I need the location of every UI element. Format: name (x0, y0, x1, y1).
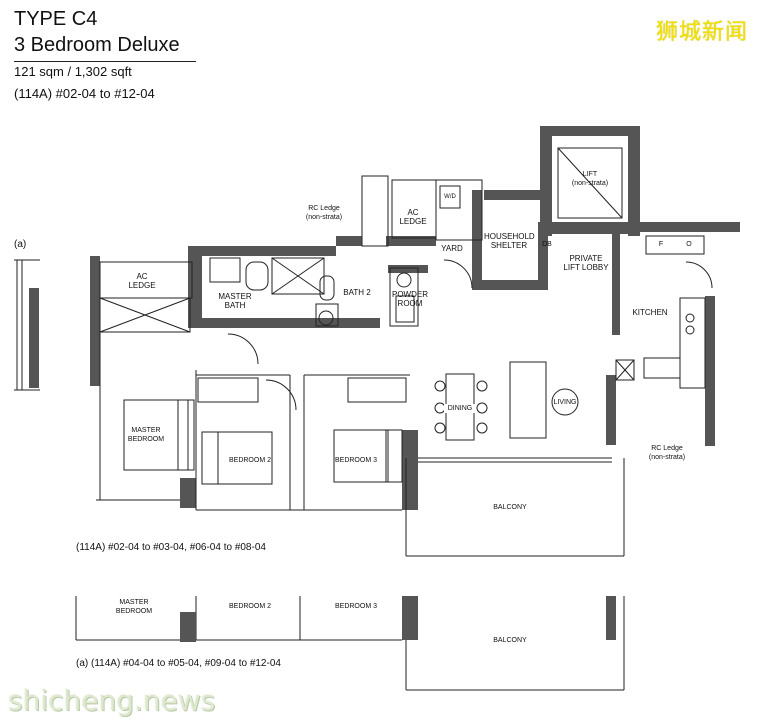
variant-floor-strip (75, 596, 625, 691)
label-rc-ledge-top: RC Ledge (non-strata) (305, 205, 343, 221)
room-kitchen: KITCHEN (632, 308, 668, 317)
room-living: LIVING (553, 399, 577, 406)
room-powder-room: POWDER ROOM (392, 290, 428, 308)
brand-logo: 狮城新闻 (655, 20, 748, 45)
room-bedroom2: BEDROOM 2 (228, 457, 271, 464)
variant-room-bedroom2: BEDROOM 2 (228, 603, 271, 610)
label-wd: W/D (444, 194, 456, 200)
room-bedroom3: BEDROOM 3 (334, 457, 377, 464)
title-underline (14, 61, 196, 62)
room-lift: LIFT (non-strata) (571, 171, 609, 187)
caption-main-plan: (114A) #02-04 to #03-04, #06-04 to #08-0… (76, 542, 266, 553)
room-master-bedroom: MASTER BEDROOM (127, 427, 165, 443)
room-ac-ledge-left: AC LEDGE (128, 272, 156, 290)
label-fridge: F (658, 241, 664, 248)
unit-type-title: TYPE C4 (14, 8, 98, 30)
label-rc-ledge-right: RC Ledge (non-strata) (648, 445, 686, 461)
room-ac-ledge-top: AC LEDGE (399, 208, 427, 226)
site-watermark: shicheng.news (8, 684, 216, 717)
variant-side-sketch (14, 259, 40, 391)
label-oven: O (686, 241, 692, 248)
room-dining: DINING (444, 404, 476, 413)
unit-area: 121 sqm / 1,302 sqft (14, 64, 132, 79)
caption-variant-plan: (a) (114A) #04-04 to #05-04, #09-04 to #… (76, 658, 281, 669)
variant-room-bedroom3: BEDROOM 3 (334, 603, 377, 610)
unit-numbers: (114A) #02-04 to #12-04 (14, 86, 155, 101)
room-balcony: BALCONY (493, 504, 527, 511)
label-db: DB (542, 241, 552, 248)
unit-name-title: 3 Bedroom Deluxe (14, 34, 180, 56)
variant-room-balcony: BALCONY (493, 637, 527, 644)
variant-marker: (a) (14, 239, 27, 250)
room-private-lift-lobby: PRIVATE LIFT LOBBY (563, 254, 609, 272)
room-household-shelter: HOUSEHOLD SHELTER (484, 232, 535, 250)
variant-room-master-bedroom: MASTER BEDROOM (115, 599, 153, 615)
room-master-bath: MASTER BATH (218, 292, 252, 310)
room-bath2: BATH 2 (343, 288, 371, 297)
room-yard: YARD (441, 244, 463, 253)
